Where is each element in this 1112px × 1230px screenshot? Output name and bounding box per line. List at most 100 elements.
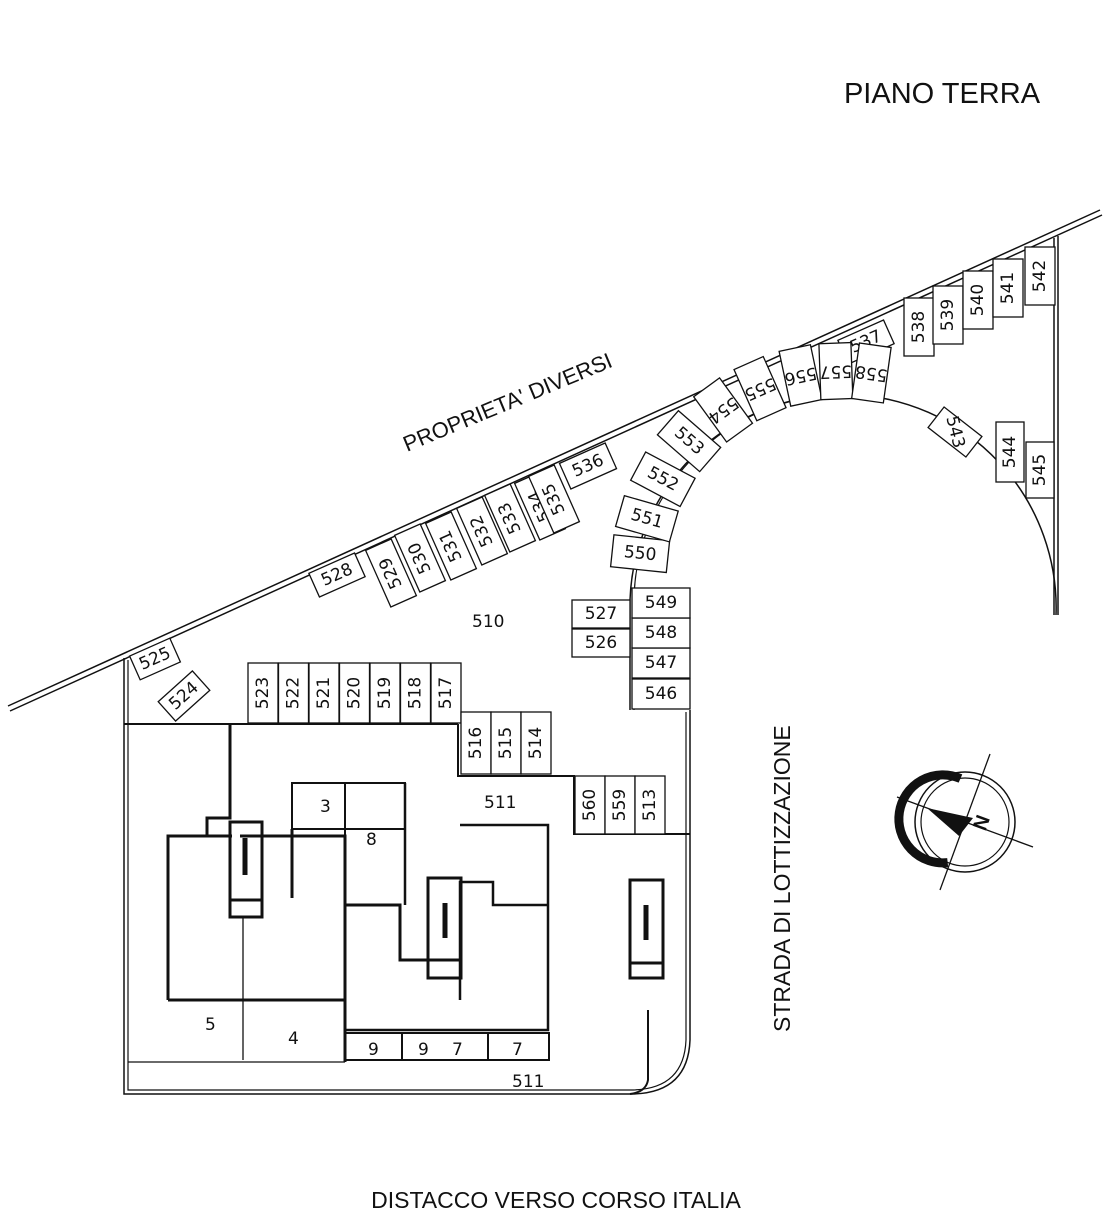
area-511-label: 511 bbox=[484, 793, 516, 813]
parking-space-outline bbox=[656, 409, 722, 473]
parking-space: 515 bbox=[490, 711, 522, 775]
parking-space-outline bbox=[631, 587, 691, 619]
parking-space-number: 557 bbox=[819, 361, 852, 382]
parking-space-number: 522 bbox=[284, 677, 304, 709]
parking-space-number: 520 bbox=[345, 677, 365, 709]
parking-space-number: 514 bbox=[526, 727, 546, 759]
cellar-label: 7 bbox=[512, 1040, 523, 1060]
parking-space-number: 517 bbox=[436, 677, 456, 709]
parking-space: 559 bbox=[604, 775, 636, 835]
south-boundary-label: DISTACCO VERSO CORSO ITALIA bbox=[371, 1187, 741, 1213]
property-boundary-line bbox=[7, 209, 1103, 712]
parking-space-outline bbox=[364, 538, 418, 608]
parking-space-number: 540 bbox=[968, 284, 988, 316]
parking-space-outline bbox=[157, 670, 211, 722]
parking-space-outline bbox=[527, 464, 581, 534]
parking-space: 521 bbox=[308, 662, 340, 724]
parking-space-outline bbox=[558, 442, 618, 490]
unit-8-label: 8 bbox=[366, 830, 377, 850]
parking-space: 546 bbox=[631, 678, 691, 710]
parking-space: 548 bbox=[631, 617, 691, 649]
parking-space-outline bbox=[574, 775, 606, 835]
parking-space: 552 bbox=[629, 451, 696, 508]
parking-space-number: 546 bbox=[645, 684, 677, 704]
parking-space-outline bbox=[483, 483, 537, 553]
parking-space-outline bbox=[778, 343, 823, 407]
parking-space-outline bbox=[424, 511, 478, 581]
parking-space: 555 bbox=[733, 355, 787, 422]
parking-space-number: 547 bbox=[645, 653, 677, 673]
parking-space-number: 513 bbox=[640, 789, 660, 821]
parking-space: 520 bbox=[338, 662, 371, 724]
parking-space-outline bbox=[634, 775, 666, 835]
parking-space-outline bbox=[460, 711, 492, 775]
parking-space-outline bbox=[308, 662, 340, 724]
parking-space-outline bbox=[995, 421, 1025, 483]
parking-space: 545 bbox=[1025, 441, 1055, 499]
parking-space-outline bbox=[631, 647, 691, 679]
plan-title: PIANO TERRA bbox=[844, 78, 1041, 110]
parking-space: 541 bbox=[992, 258, 1024, 318]
parking-space-number: 549 bbox=[645, 593, 677, 613]
parking-space-outline bbox=[1024, 246, 1056, 306]
parking-space-number: 516 bbox=[466, 727, 486, 759]
parking-space-outline bbox=[992, 258, 1024, 318]
parking-space-outline bbox=[393, 523, 447, 593]
parking-space-outline bbox=[338, 662, 371, 724]
parking-space: 519 bbox=[369, 662, 401, 724]
parking-space-outline bbox=[733, 355, 787, 422]
east-road-label: STRADA DI LOTTIZZAZIONE bbox=[769, 725, 795, 1032]
parking-space-outline bbox=[932, 285, 964, 345]
parking-space-outline bbox=[604, 775, 636, 835]
parking-space-outline bbox=[247, 662, 279, 724]
parking-space: 550 bbox=[609, 534, 671, 574]
parking-space-number: 518 bbox=[406, 677, 426, 709]
cellar-label: 7 bbox=[452, 1040, 463, 1060]
parking-space: 556 bbox=[778, 343, 823, 407]
parking-space: 540 bbox=[962, 270, 994, 330]
area-511-label: 511 bbox=[512, 1072, 544, 1092]
parking-space-number: 527 bbox=[585, 604, 617, 624]
parking-space: 518 bbox=[399, 662, 432, 724]
parking-space: 543 bbox=[927, 406, 983, 458]
parking-space-number: 541 bbox=[998, 272, 1018, 304]
unit-3-label: 3 bbox=[320, 797, 331, 817]
parking-space-number: 559 bbox=[610, 789, 630, 821]
parking-space: 560 bbox=[574, 775, 606, 835]
parking-space: 516 bbox=[460, 711, 492, 775]
parking-space: 514 bbox=[520, 711, 552, 775]
parking-space-outline bbox=[927, 406, 983, 458]
parking-space-outline bbox=[490, 711, 522, 775]
parking-space: 538 bbox=[903, 297, 935, 357]
parking-space-number: 538 bbox=[909, 311, 929, 343]
parking-space-outline bbox=[692, 376, 754, 443]
north-arrow-icon: N bbox=[894, 753, 1034, 891]
parking-space-outline bbox=[614, 494, 680, 543]
parking-space-number: 560 bbox=[580, 789, 600, 821]
north-letter: N bbox=[969, 812, 995, 833]
parking-space-outline bbox=[1025, 441, 1055, 499]
cellar-label: 9 bbox=[418, 1040, 429, 1060]
parking-space-number: 542 bbox=[1030, 260, 1050, 292]
parking-space: 558 bbox=[850, 342, 892, 404]
parking-space-outline bbox=[609, 534, 671, 574]
parking-space: 522 bbox=[277, 662, 310, 724]
parking-space-outline bbox=[369, 662, 401, 724]
parking-space: 528 bbox=[308, 552, 366, 598]
building bbox=[166, 724, 665, 1062]
parking-space-outline bbox=[455, 496, 509, 566]
parking-space-outline bbox=[903, 297, 935, 357]
parking-space-number: 515 bbox=[496, 727, 516, 759]
parking-space-outline bbox=[520, 711, 552, 775]
parking-space-number: 519 bbox=[375, 677, 395, 709]
parking-space-outline bbox=[631, 678, 691, 710]
parking-space-outline bbox=[571, 628, 631, 658]
north-boundary-label: PROPRIETA' DIVERSI bbox=[399, 348, 615, 457]
parking-space-number: 545 bbox=[1030, 454, 1050, 486]
parking-space-outline bbox=[308, 552, 366, 598]
parking-space-number: 539 bbox=[938, 299, 958, 331]
parking-space: 513 bbox=[634, 775, 666, 835]
parking-space-outline bbox=[430, 662, 462, 724]
